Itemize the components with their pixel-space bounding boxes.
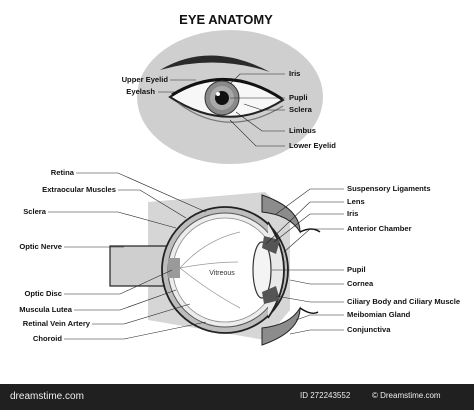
label-upper-eyelid: Upper Eyelid	[122, 75, 169, 84]
leader-line	[118, 189, 187, 219]
label-sclera-section: Sclera	[23, 207, 47, 216]
label-anterior-chamber: Anterior Chamber	[347, 224, 412, 233]
label-limbus: Limbus	[289, 126, 316, 135]
label-eyelash: Eyelash	[126, 87, 155, 96]
leader-line	[295, 314, 344, 321]
label-pupil: Pupli	[289, 93, 308, 102]
label-suspensory-ligaments: Suspensory Ligaments	[347, 184, 431, 193]
label-sclera: Sclera	[289, 105, 313, 114]
label-conjunctiva: Conjunctiva	[347, 325, 391, 334]
label-meibomian-gland: Meibomian Gland	[347, 310, 411, 319]
leader-line	[275, 295, 344, 303]
leader-line	[273, 213, 344, 243]
leader-line	[283, 228, 344, 253]
eye-cross-section: Vitreous Retina Extraocular Muscles Scle…	[19, 168, 460, 346]
footer-credit: © Dreamstime.com	[372, 391, 441, 400]
front-eye-view: Upper Eyelid Eyelash Iris Pupli Sclera L…	[122, 30, 336, 164]
footer-site: dreamstime.com	[10, 391, 84, 402]
iris-lower	[262, 286, 280, 304]
label-iris: Iris	[289, 69, 300, 78]
leader-line	[229, 119, 285, 147]
leader-line	[243, 103, 285, 111]
eyebrow	[160, 55, 270, 72]
label-vitreous: Vitreous	[209, 270, 235, 277]
label-choroid: Choroid	[33, 334, 62, 343]
optic-disc	[168, 258, 180, 278]
leader-line	[265, 201, 344, 245]
leader-line	[235, 111, 285, 132]
label-iris-section: Iris	[347, 209, 358, 218]
pupil-highlight	[216, 92, 220, 96]
label-retinal-vein-artery: Retinal Vein Artery	[23, 319, 91, 328]
leader-line	[48, 211, 177, 229]
label-optic-nerve: Optic Nerve	[19, 242, 62, 251]
label-optic-disc: Optic Disc	[24, 289, 62, 298]
upper-lash-line	[171, 78, 283, 101]
label-pupil-section: Pupil	[347, 265, 366, 274]
label-muscula-lutea: Muscula Lutea	[19, 305, 73, 314]
label-cornea: Cornea	[347, 279, 374, 288]
leader-line	[289, 279, 344, 285]
watermark-footer: dreamstime.com ID 272243552 © Dreamstime…	[0, 384, 474, 410]
label-ciliary-body: Ciliary Body and Ciliary Muscle	[347, 297, 460, 306]
label-lower-eyelid: Lower Eyelid	[289, 141, 336, 150]
label-extraocular-muscles: Extraocular Muscles	[42, 185, 116, 194]
leader-line	[64, 321, 207, 340]
footer-id: ID 272243552	[300, 391, 351, 400]
leader-line	[275, 188, 344, 215]
leader-line	[74, 289, 177, 311]
label-retina: Retina	[51, 168, 75, 177]
label-lens: Lens	[347, 197, 365, 206]
lens	[252, 241, 272, 299]
diagram-title: EYE ANATOMY	[179, 12, 273, 27]
leader-line	[92, 303, 191, 325]
retinal-vessels	[179, 231, 241, 309]
upper-eyelid-section	[261, 194, 301, 234]
lower-eyelid-crease	[177, 102, 284, 123]
leader-line	[76, 172, 207, 213]
leader-line	[64, 269, 173, 295]
leader-line	[229, 73, 285, 85]
leader-line	[289, 329, 344, 335]
